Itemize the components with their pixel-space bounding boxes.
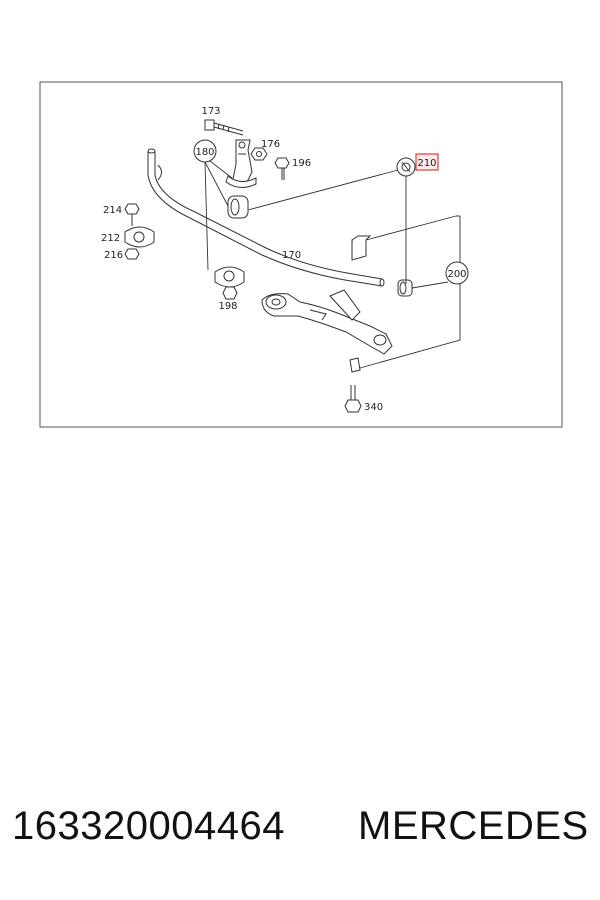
diagram-frame — [39, 81, 563, 428]
label-176: 176 — [261, 139, 280, 150]
label-196: 196 — [292, 158, 311, 169]
leader-lines — [204, 160, 461, 369]
bushing-200 — [397, 279, 413, 297]
link-210 — [396, 157, 416, 177]
clamp-198 — [214, 266, 245, 300]
callout-180: 180 — [193, 139, 217, 163]
label-173: 173 — [201, 106, 220, 117]
clamp-set — [124, 203, 155, 260]
label-216: 216 — [104, 250, 123, 261]
rubber-bushing — [227, 195, 249, 219]
callout-200: 200 — [445, 261, 469, 285]
label-198: 198 — [218, 301, 237, 312]
exploded-parts-diagram: 180 200 210 173 176 196 214 212 216 170 … — [39, 81, 563, 428]
bolt-173 — [204, 119, 244, 136]
callout-180-label: 180 — [195, 147, 214, 158]
callout-200-label: 200 — [447, 269, 466, 280]
callout-210-highlight[interactable]: 210 — [415, 153, 439, 171]
part-number: 163320004464 — [12, 804, 285, 848]
mounting-bracket — [225, 139, 257, 188]
stabilizer-bar — [147, 148, 385, 287]
callout-210-label: 210 — [417, 158, 436, 169]
upper-bracket — [351, 235, 372, 261]
label-340: 340 — [364, 402, 383, 413]
nut-176 — [250, 147, 268, 161]
control-arm — [261, 289, 393, 355]
label-170: 170 — [282, 250, 301, 261]
bottom-bracket — [349, 357, 361, 373]
label-214: 214 — [103, 205, 122, 216]
label-212: 212 — [101, 233, 120, 244]
brand-name: MERCEDES — [358, 804, 589, 848]
bolt-340 — [344, 385, 362, 413]
bolt-196 — [274, 157, 290, 180]
footer: 163320004464 MERCEDES — [0, 800, 600, 870]
